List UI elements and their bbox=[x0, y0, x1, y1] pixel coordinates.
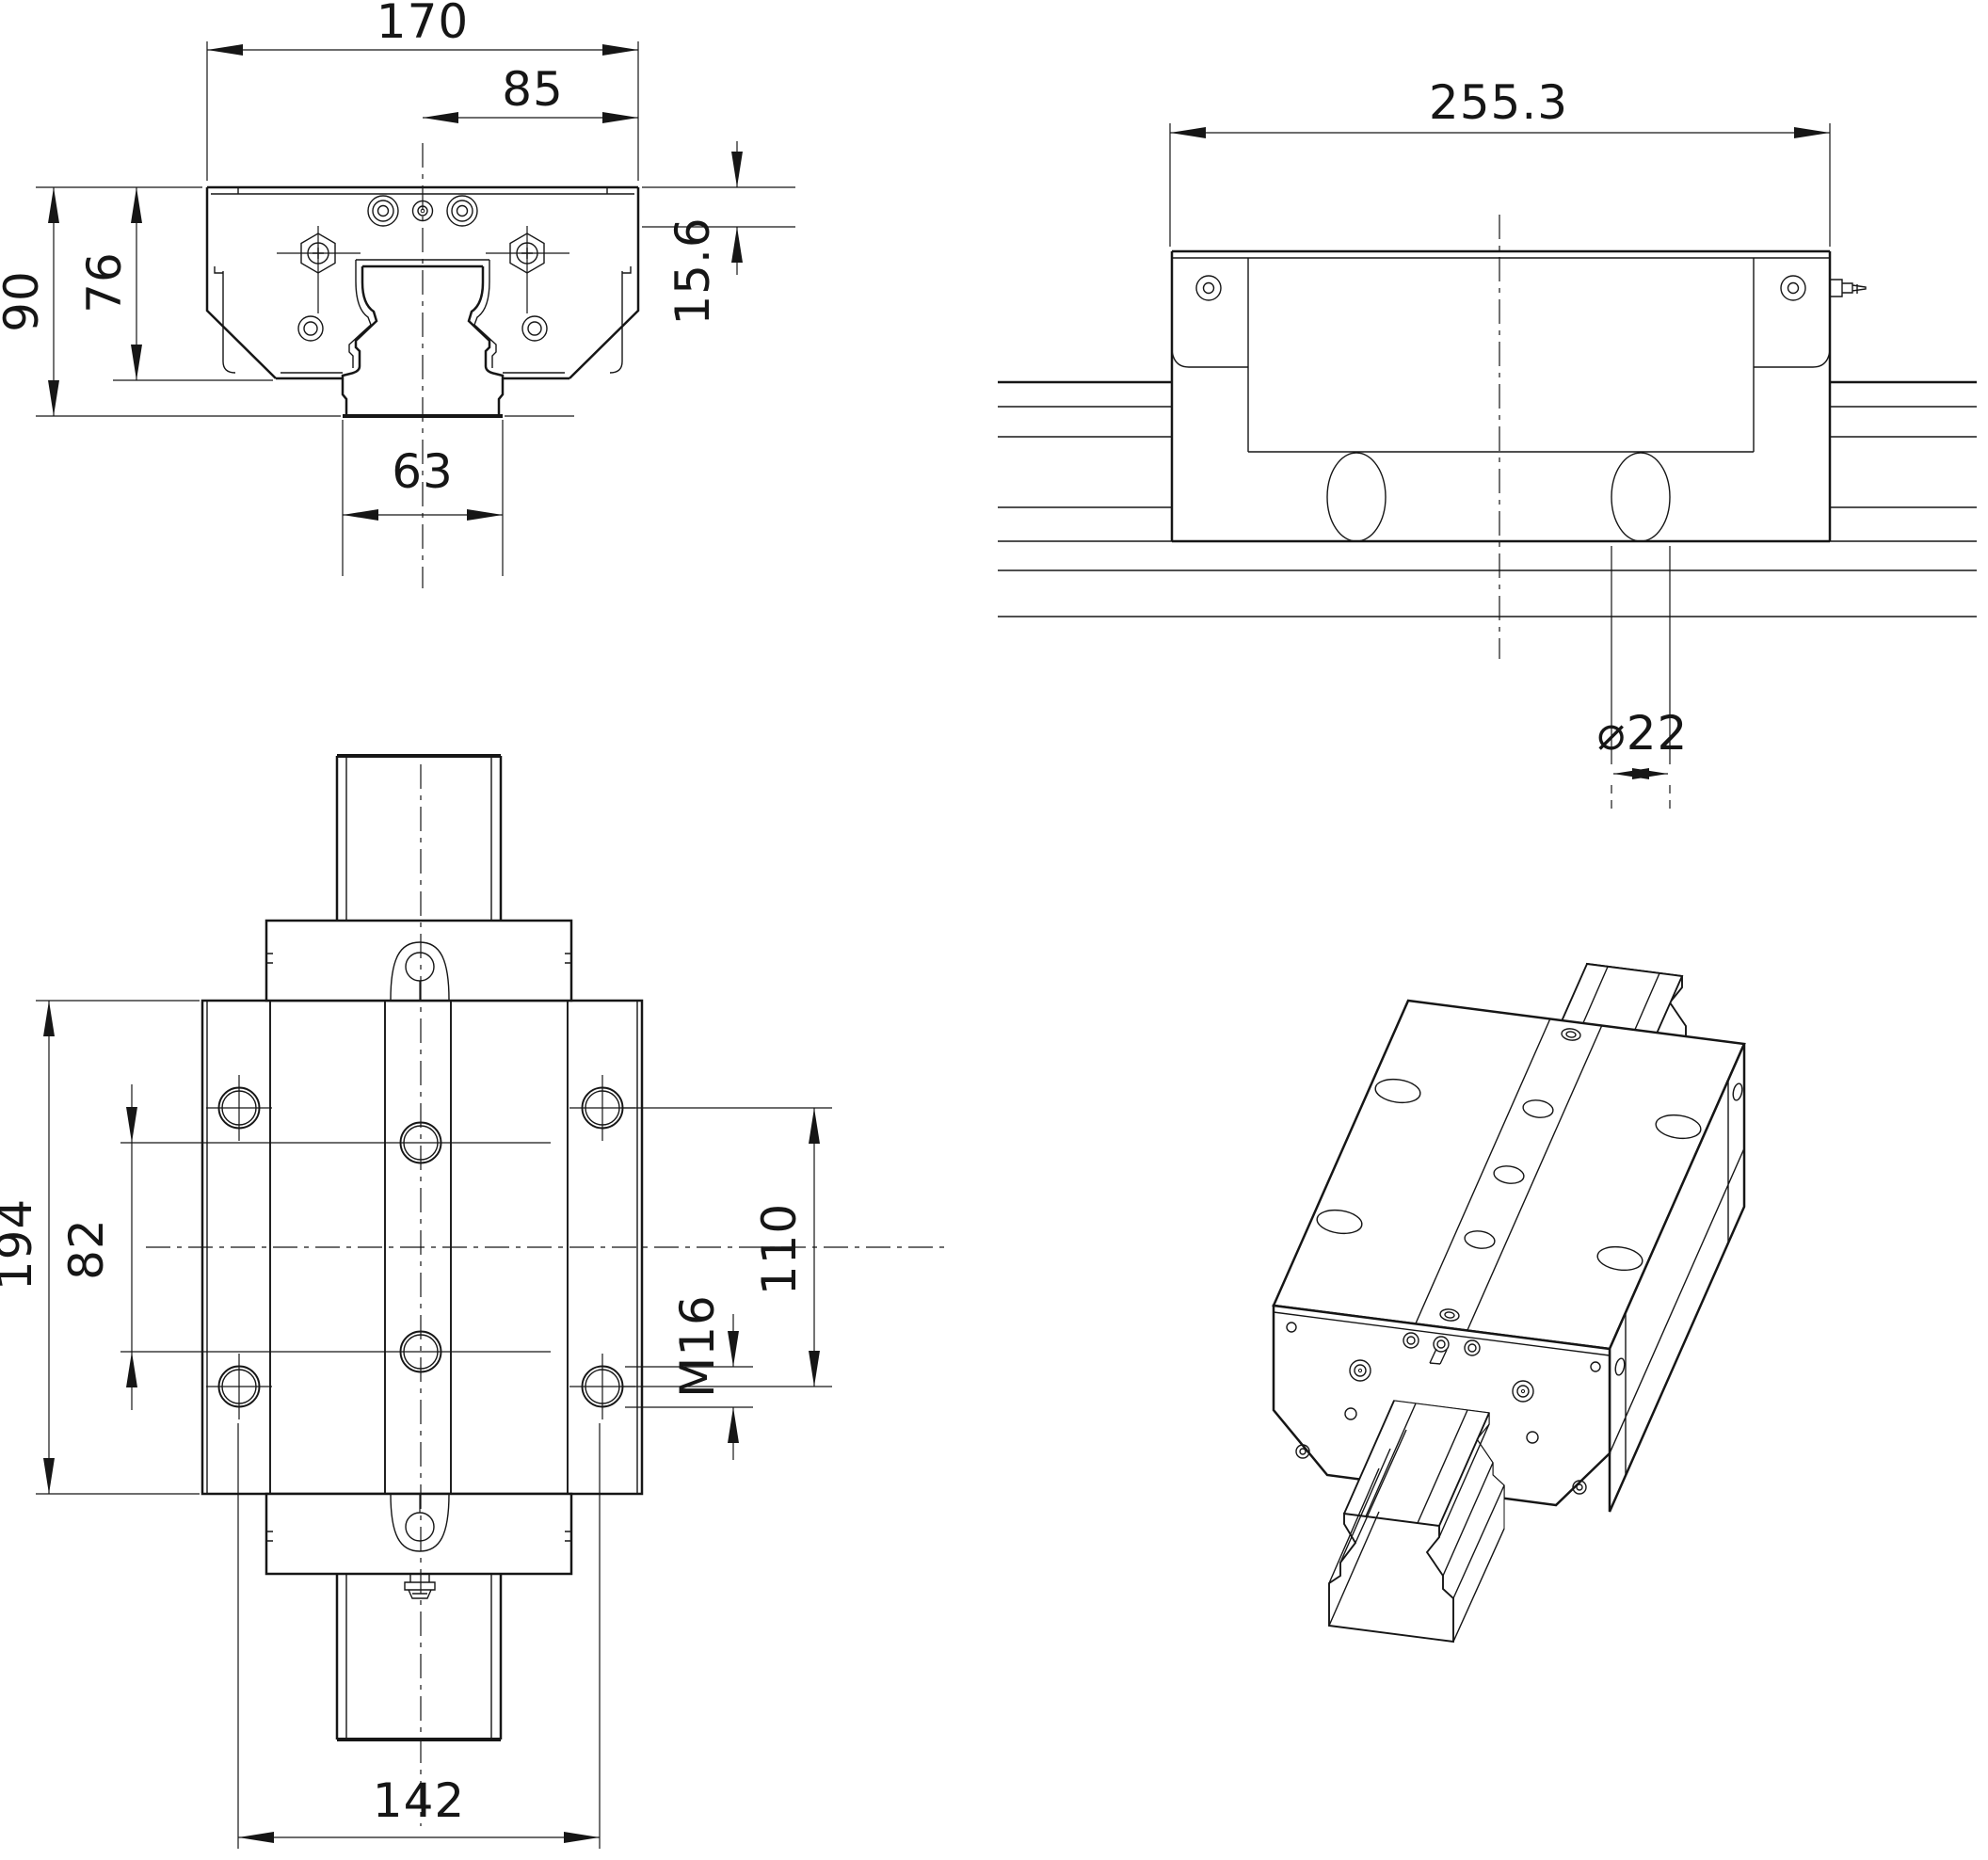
dim-front-rail-width: 63 bbox=[392, 444, 454, 499]
dim-side-hole-dia: ⌀22 bbox=[1597, 706, 1689, 761]
plan-view: 194 82 110 M16 142 bbox=[0, 754, 951, 1849]
dim-plan-hole-pitch-long: 110 bbox=[752, 1203, 807, 1295]
grease-nipple-icon bbox=[1429, 1348, 1448, 1365]
front-view: 170 85 90 76 15.6 63 bbox=[0, 0, 795, 588]
side-view: 255.3 ⌀22 bbox=[998, 75, 1977, 815]
dim-front-height: 90 bbox=[0, 270, 49, 332]
grease-nipple-icon bbox=[1830, 279, 1867, 297]
dim-front-half-width: 85 bbox=[502, 62, 564, 117]
dim-side-length: 255.3 bbox=[1429, 75, 1568, 130]
grease-port-icon bbox=[420, 208, 425, 214]
isometric-view bbox=[1272, 962, 1746, 1644]
dim-plan-thread: M16 bbox=[670, 1294, 725, 1398]
dim-front-width: 170 bbox=[377, 0, 469, 49]
dim-front-top-step: 15.6 bbox=[665, 216, 720, 325]
dim-plan-length: 194 bbox=[0, 1198, 42, 1291]
dim-plan-hole-pitch-cross: 142 bbox=[373, 1773, 465, 1828]
grease-nipple-icon bbox=[404, 1574, 436, 1599]
dim-front-block-height: 76 bbox=[77, 251, 132, 313]
dim-plan-rail-hole-pitch: 82 bbox=[59, 1218, 114, 1280]
